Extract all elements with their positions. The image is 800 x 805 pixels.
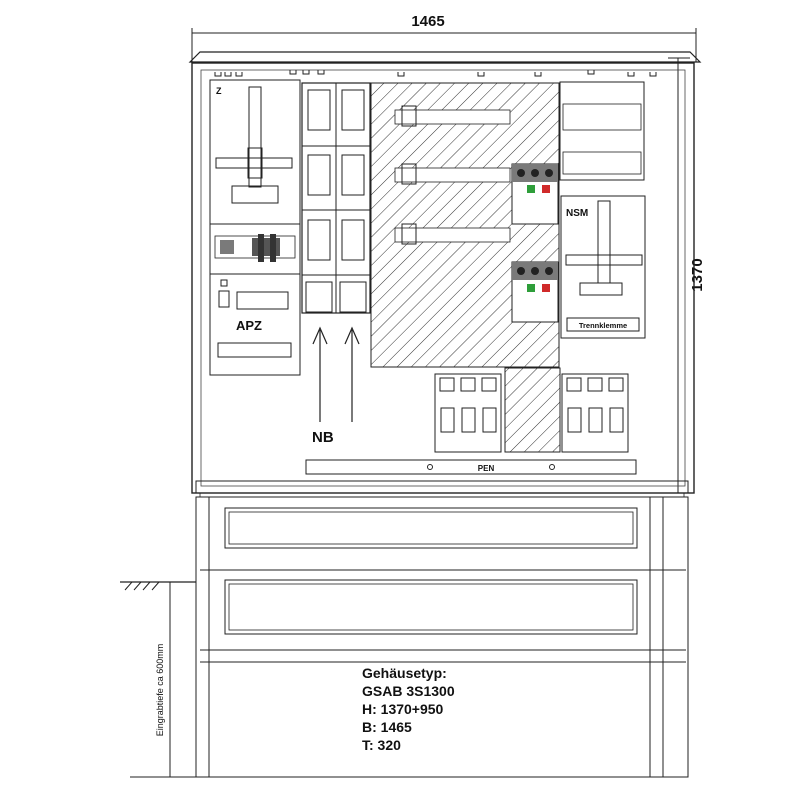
z-label: Z <box>216 86 222 96</box>
pen-bar: PEN <box>305 459 637 475</box>
fuse-section-nb <box>301 82 371 314</box>
ground-line <box>120 581 196 778</box>
height-dimension: 1370 <box>668 57 706 494</box>
nb-label: NB <box>312 429 334 446</box>
top-clips <box>214 70 657 77</box>
top-right-modules <box>559 81 645 181</box>
housing-height: H: 1370+950 <box>362 701 444 717</box>
housing-heading: Gehäusetyp: <box>362 665 447 681</box>
housing-type-block: Gehäusetyp: GSAB 3S1300 H: 1370+950 B: 1… <box>362 665 455 753</box>
fuse-base-left <box>434 373 502 453</box>
trennklemme-label: Trennklemme <box>579 321 627 330</box>
width-label: 1465 <box>411 13 444 30</box>
height-label: 1370 <box>689 258 706 291</box>
meter-panel-z: Z APZ <box>209 79 301 376</box>
pen-label: PEN <box>478 464 495 473</box>
din-rail-devices <box>214 235 296 259</box>
base-strip <box>195 480 689 494</box>
nsm-panel: NSM Trennklemme <box>560 195 646 339</box>
width-dimension: 1465 <box>191 13 697 62</box>
busbar-area <box>370 82 560 368</box>
plinth <box>195 496 689 778</box>
fuse-base-right <box>561 373 629 453</box>
roof <box>188 51 702 63</box>
burial-depth-label: Eingrabtiefe ca 600mm <box>155 644 165 737</box>
apz-label: APZ <box>236 318 262 333</box>
housing-width: B: 1465 <box>362 719 412 735</box>
switch-devices <box>511 163 559 323</box>
nsm-label: NSM <box>566 208 588 219</box>
housing-model: GSAB 3S1300 <box>362 683 455 699</box>
cable-channel <box>504 367 561 453</box>
housing-depth: T: 320 <box>362 737 401 753</box>
nb-arrows <box>312 326 360 422</box>
